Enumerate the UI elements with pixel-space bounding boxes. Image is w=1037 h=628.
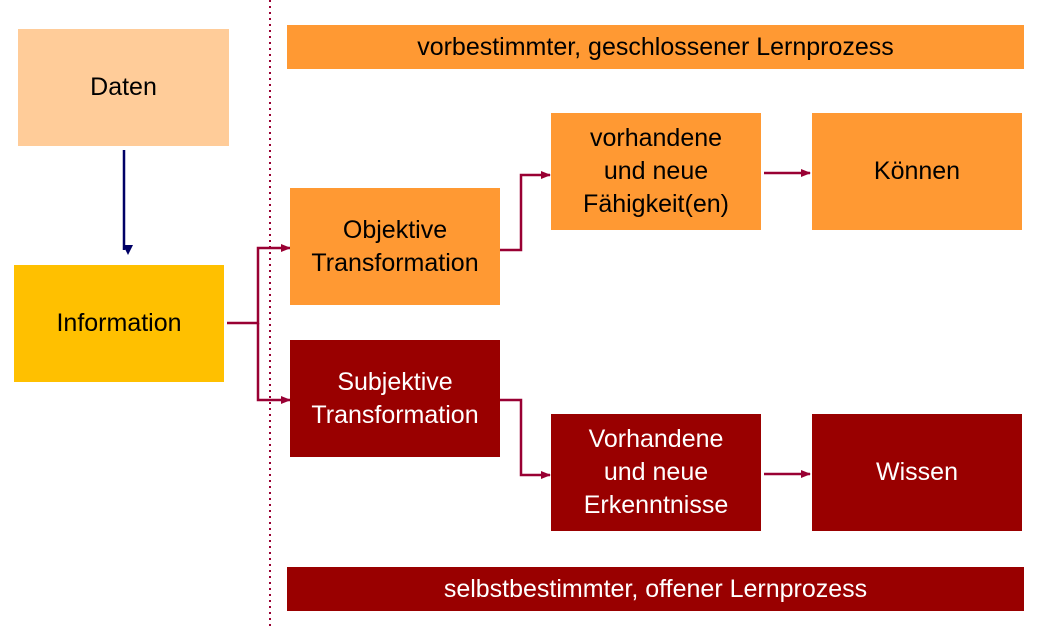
node-wissen-label: Wissen [876,458,958,486]
node-daten-label: Daten [90,73,157,101]
banner-bottom: selbstbestimmter, offener Lernprozess [287,567,1024,611]
node-erkenntnisse-line-2: und neue [603,458,709,486]
node-koennen-label: Können [873,157,961,185]
node-objektive-line-1: Objektive [342,215,448,244]
banner-top: vorbestimmter, geschlossener Lernprozess [287,25,1024,69]
node-erkenntnisse-line-3: Erkenntnisse [583,491,729,519]
arrow-information-objektive [227,244,291,325]
node-faehigkeiten: vorhandene und neue Fähigkeit(en) [551,113,761,230]
node-faehigkeiten-line-1: vorhandene [589,124,723,152]
banner-bottom-label: selbstbestimmter, offener Lernprozess [443,574,868,603]
node-information: Information [14,265,224,382]
arrow-subjektive-erkenntnisse [500,398,551,479]
node-faehigkeiten-line-2: und neue [603,157,709,185]
node-wissen: Wissen [812,414,1022,531]
arrow-objektive-faehigkeiten [500,171,551,252]
node-objektive-transformation: Objektive Transformation [290,188,500,305]
node-erkenntnisse-line-1: Vorhandene [588,425,724,453]
node-subjektive-line-1: Subjektive [337,367,453,396]
node-information-label: Information [56,309,182,337]
node-subjektive-transformation: Subjektive Transformation [290,340,500,457]
node-erkenntnisse: Vorhandene und neue Erkenntnisse [551,414,761,531]
node-subjektive-line-2: Transformation [311,400,479,429]
arrow-information-subjektive [256,323,291,404]
node-objektive-line-2: Transformation [311,248,479,277]
banner-top-label: vorbestimmter, geschlossener Lernprozess [417,32,894,61]
node-koennen: Können [812,113,1022,230]
node-faehigkeiten-line-3: Fähigkeit(en) [583,190,729,218]
node-daten: Daten [18,29,229,146]
